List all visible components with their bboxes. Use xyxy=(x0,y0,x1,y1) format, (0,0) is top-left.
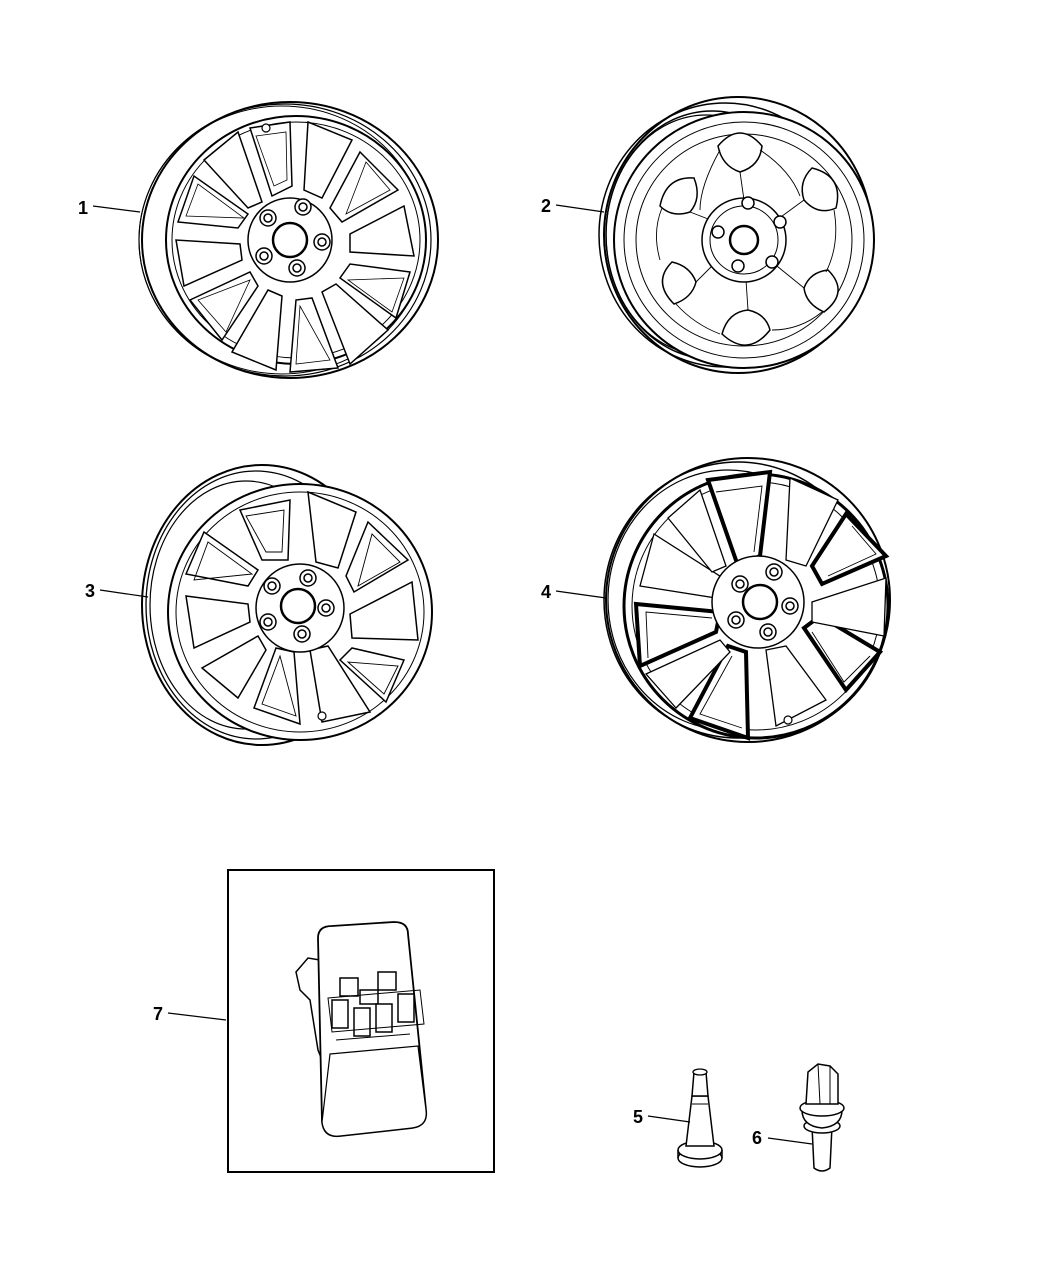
leader-line-1 xyxy=(92,205,141,213)
callout-6: 6 xyxy=(752,1128,762,1148)
leader-line-2 xyxy=(555,204,605,213)
callout-3: 3 xyxy=(85,581,95,601)
callout-5: 5 xyxy=(633,1107,643,1127)
callout-1: 1 xyxy=(78,198,88,218)
leader-line-7 xyxy=(167,1012,227,1021)
tire-pressure-sensor-icon[interactable] xyxy=(295,921,428,1138)
valve-stem-icon[interactable] xyxy=(677,1068,723,1168)
callout-4: 4 xyxy=(541,582,551,602)
callout-7: 7 xyxy=(153,1004,163,1024)
wheel-1-alloy-icon[interactable] xyxy=(138,101,439,379)
leader-line-6 xyxy=(767,1137,813,1145)
callout-2: 2 xyxy=(541,196,551,216)
leader-line-3 xyxy=(99,589,149,598)
wheel-lug-bolt-icon[interactable] xyxy=(799,1063,845,1172)
wheel-3-alloy-icon[interactable] xyxy=(141,464,433,746)
leader-line-5 xyxy=(647,1115,691,1123)
leader-line-4 xyxy=(555,590,607,599)
wheel-2-steel-icon[interactable] xyxy=(598,96,875,374)
wheel-4-alloy-icon[interactable] xyxy=(603,457,891,743)
